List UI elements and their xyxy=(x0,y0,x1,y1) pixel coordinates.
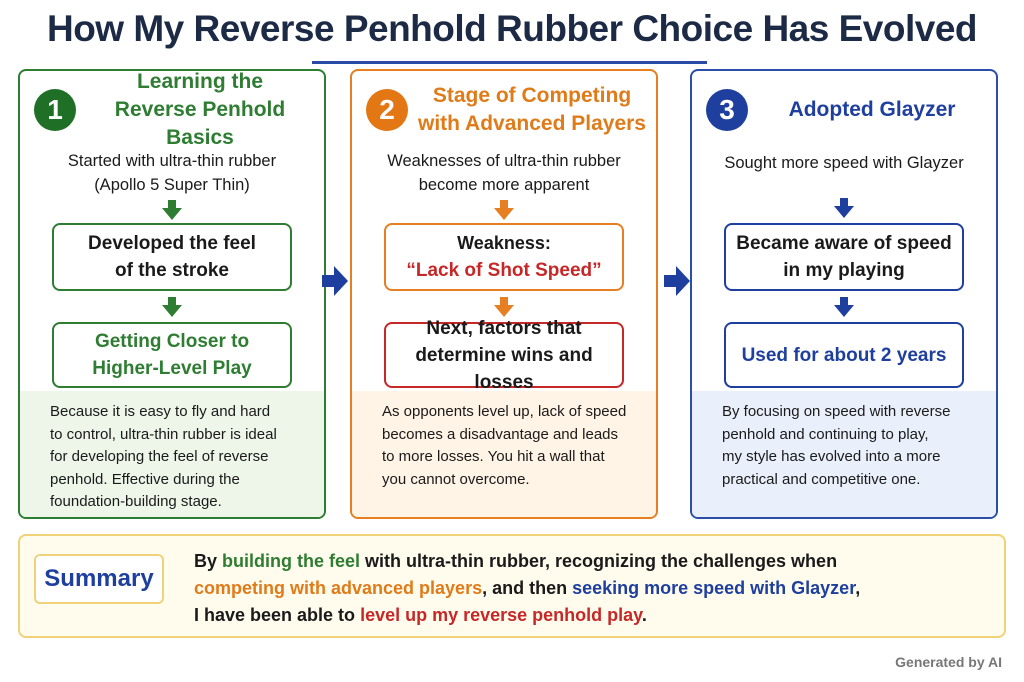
arrow-stem xyxy=(168,297,176,305)
step-number-badge: 3 xyxy=(706,89,748,131)
stage-heading: Adopted Glayzer xyxy=(788,98,956,121)
summary-text: By building the feel with ultra-thin rub… xyxy=(194,551,861,625)
down-arrow-icon xyxy=(834,305,854,317)
arrow-stem xyxy=(500,297,508,305)
down-arrow-icon xyxy=(494,305,514,317)
step-box: Next, factors that determine wins and lo… xyxy=(384,318,624,393)
stage-intro: Weaknesses of ultra-thin rubber become m… xyxy=(387,152,621,194)
generated-by-label: Generated by AI xyxy=(895,654,1002,670)
stage-description: By focusing on speed with reverse penhol… xyxy=(692,391,996,517)
page-title: How My Reverse Penhold Rubber Choice Has… xyxy=(46,8,978,49)
step-box: Became aware of speed in my playing xyxy=(724,223,964,291)
stage-intro: Started with ultra-thin rubber (Apollo 5… xyxy=(67,152,277,194)
step-box: Developed the feel of the stroke xyxy=(52,223,292,291)
step-box: Getting Closer to Higher-Level Play xyxy=(52,322,292,388)
right-arrow-icon xyxy=(322,266,348,296)
down-arrow-icon xyxy=(162,208,182,220)
title-underline xyxy=(312,61,707,64)
arrow-stem xyxy=(840,297,848,305)
stage-description: Because it is easy to fly and hard to co… xyxy=(20,391,324,517)
step-number-badge: 1 xyxy=(34,89,76,131)
summary-panel: Summary By building the feel with ultra-… xyxy=(18,534,1006,638)
down-arrow-icon xyxy=(162,305,182,317)
step-number-badge: 2 xyxy=(366,89,408,131)
stage-1-card: 1 Learning the Reverse Penhold Basics St… xyxy=(18,69,326,519)
stage-heading: Learning the Reverse Penhold Basics xyxy=(114,70,286,149)
right-arrow-icon xyxy=(664,266,690,296)
arrow-stem xyxy=(168,200,176,208)
arrow-stem xyxy=(840,198,848,206)
step-box: Used for about 2 years xyxy=(724,322,964,388)
stage-3-card: 3 Adopted Glayzer Sought more speed with… xyxy=(690,69,998,519)
stage-intro: Sought more speed with Glayzer xyxy=(724,154,964,172)
down-arrow-icon xyxy=(494,208,514,220)
weakness-box: Weakness: “Lack of Shot Speed” xyxy=(384,223,624,291)
stage-2-card: 2 Stage of Competing with Advanced Playe… xyxy=(350,69,658,519)
arrow-stem xyxy=(500,200,508,208)
down-arrow-icon xyxy=(834,206,854,218)
stage-description: As opponents level up, lack of speed bec… xyxy=(352,391,656,517)
stage-heading: Stage of Competing with Advanced Players xyxy=(418,84,646,135)
summary-label: Summary xyxy=(34,554,164,604)
